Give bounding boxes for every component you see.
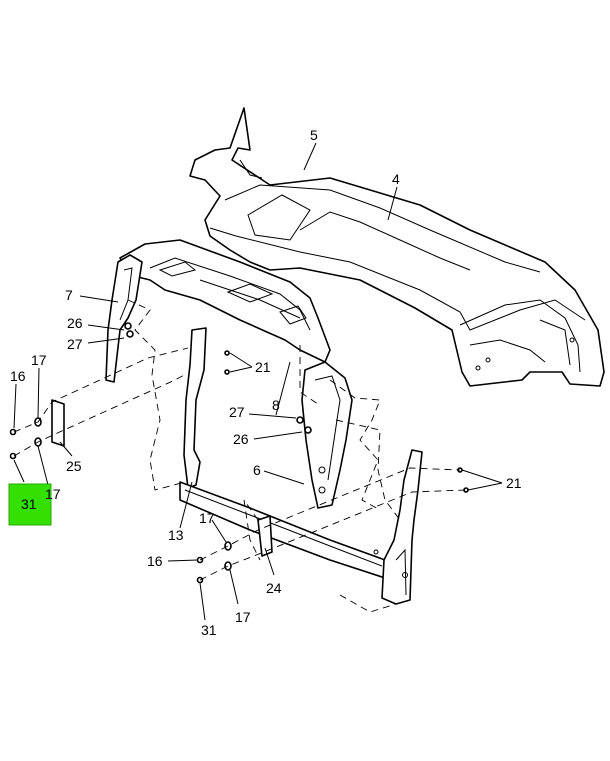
callout-5[interactable]: 5 <box>310 127 318 143</box>
left-bracket-part <box>105 254 143 383</box>
callout-labels: 5 4 7 26 27 21 17 16 8 27 26 25 6 21 31 … <box>10 127 522 638</box>
phantom-lines <box>13 299 467 613</box>
callout-21-right[interactable]: 21 <box>506 475 522 491</box>
leader-lines <box>13 142 503 621</box>
callout-21-top[interactable]: 21 <box>255 359 271 375</box>
callout-26-right[interactable]: 26 <box>233 431 249 447</box>
highlight-box[interactable] <box>8 483 52 526</box>
callout-17-bottom[interactable]: 17 <box>235 609 251 625</box>
callout-7[interactable]: 7 <box>65 287 73 303</box>
plate-part <box>51 399 65 447</box>
upper-cowl-part <box>189 107 605 387</box>
callout-16-center[interactable]: 16 <box>147 553 163 569</box>
right-bracket-part <box>301 361 353 509</box>
callout-8[interactable]: 8 <box>272 397 280 413</box>
lower-frame-part <box>179 327 423 605</box>
callout-16-left[interactable]: 16 <box>10 368 26 384</box>
callout-25[interactable]: 25 <box>66 458 82 474</box>
callout-6[interactable]: 6 <box>253 462 261 478</box>
callout-17-center[interactable]: 17 <box>199 510 215 526</box>
callout-31-highlighted[interactable]: 31 <box>21 496 37 512</box>
callout-24[interactable]: 24 <box>266 580 282 596</box>
callout-17-left[interactable]: 17 <box>31 352 47 368</box>
callout-27-right[interactable]: 27 <box>229 404 245 420</box>
callout-26-left[interactable]: 26 <box>67 315 83 331</box>
callout-27-left[interactable]: 27 <box>67 336 83 352</box>
callout-31-bottom[interactable]: 31 <box>201 622 217 638</box>
callout-13[interactable]: 13 <box>168 527 184 543</box>
callout-17-mid-left[interactable]: 17 <box>45 486 61 502</box>
callout-4[interactable]: 4 <box>392 171 400 187</box>
